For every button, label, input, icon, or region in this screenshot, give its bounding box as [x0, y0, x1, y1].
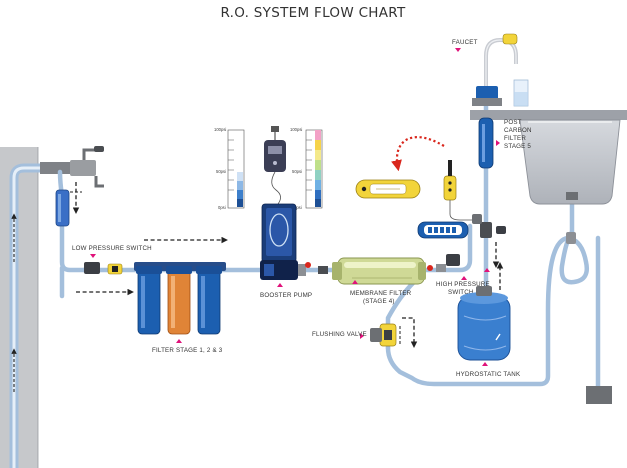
- gauge-tick-label: 100psi: [214, 127, 226, 132]
- pressure-gauge-left: 100psi 50psi 0psi: [214, 127, 245, 210]
- low-pressure-switch: LOW PRESSURE SWITCH: [72, 245, 152, 275]
- gauge-tick-label: 50psi: [292, 169, 302, 174]
- label-booster-pump: BOOSTER PUMP: [260, 292, 312, 299]
- membrane-filter: MEMBRANE FILTER (STAGE 4): [332, 257, 426, 305]
- marker-icon: [484, 268, 490, 272]
- marker-icon: [360, 333, 364, 339]
- label-faucet: FAUCET: [452, 39, 478, 46]
- sink: [470, 110, 627, 404]
- label-post-carbon-3: FILTER: [504, 135, 526, 142]
- pressure-gauge-right: 100psi 50psi 0psi: [290, 127, 323, 210]
- gauge-tick-label: 0psi: [294, 205, 302, 210]
- hydrostatic-tank: HYDROSTATIC TANK: [456, 286, 521, 378]
- inlet-filter: [55, 189, 70, 227]
- flushing-valve: FLUSHING VALVE: [312, 317, 418, 348]
- label-high-pressure-switch-1: HIGH PRESSURE: [436, 281, 490, 288]
- filter-housing-1: [136, 266, 162, 335]
- pump-fitting: [298, 262, 328, 276]
- booster-pump: BOOSTER PUMP: [260, 203, 312, 299]
- label-post-carbon-1: POST: [504, 119, 522, 126]
- rodi-faucet: FAUCET: [452, 33, 529, 107]
- gauge-tick-label: 0psi: [218, 205, 226, 210]
- marker-icon: [352, 280, 358, 284]
- label-hydrostatic-tank: HYDROSTATIC TANK: [456, 371, 521, 378]
- supply-pipe: [9, 163, 67, 468]
- label-low-pressure-switch: LOW PRESSURE SWITCH: [72, 245, 152, 252]
- filter-stages: FILTER STAGE 1, 2 & 3: [134, 262, 226, 354]
- chart-title: R.O. SYSTEM FLOW CHART: [220, 5, 406, 21]
- flow-arrow: [402, 317, 418, 348]
- wall: [0, 147, 39, 468]
- gauge-tick-label: 100psi: [290, 127, 302, 132]
- label-flushing-valve: FLUSHING VALVE: [312, 331, 367, 338]
- power-adapter: [264, 126, 286, 205]
- filter-housing-3: [196, 266, 222, 335]
- gauge-tick-label: 50psi: [216, 169, 226, 174]
- post-carbon-filter: POST CARBON FILTER STAGE 5: [478, 117, 532, 169]
- flow-meter: [355, 135, 445, 199]
- label-post-carbon-4: STAGE 5: [504, 143, 531, 150]
- marker-icon: [455, 48, 461, 52]
- tds-display: [417, 221, 469, 239]
- inlet-tap: [40, 146, 104, 227]
- marker-icon: [176, 339, 182, 343]
- marker-icon: [90, 254, 96, 258]
- marker-icon: [482, 362, 488, 366]
- pipe-network: [59, 103, 601, 391]
- label-membrane-filter-1: MEMBRANE FILTER: [350, 290, 412, 297]
- label-filter-stages: FILTER STAGE 1, 2 & 3: [152, 347, 223, 354]
- high-pressure-switch: HIGH PRESSURE SWITCH: [427, 254, 490, 296]
- marker-icon: [277, 283, 283, 287]
- filter-housing-2: [166, 266, 192, 335]
- valve-cluster: [443, 160, 506, 238]
- marker-icon: [461, 276, 467, 280]
- marker-icon: [496, 140, 500, 146]
- label-membrane-filter-2: (STAGE 4): [363, 298, 395, 305]
- label-post-carbon-2: CARBON: [504, 127, 532, 134]
- label-high-pressure-switch-2: SWITCH: [448, 289, 474, 296]
- red-flow-arrow: [391, 135, 445, 172]
